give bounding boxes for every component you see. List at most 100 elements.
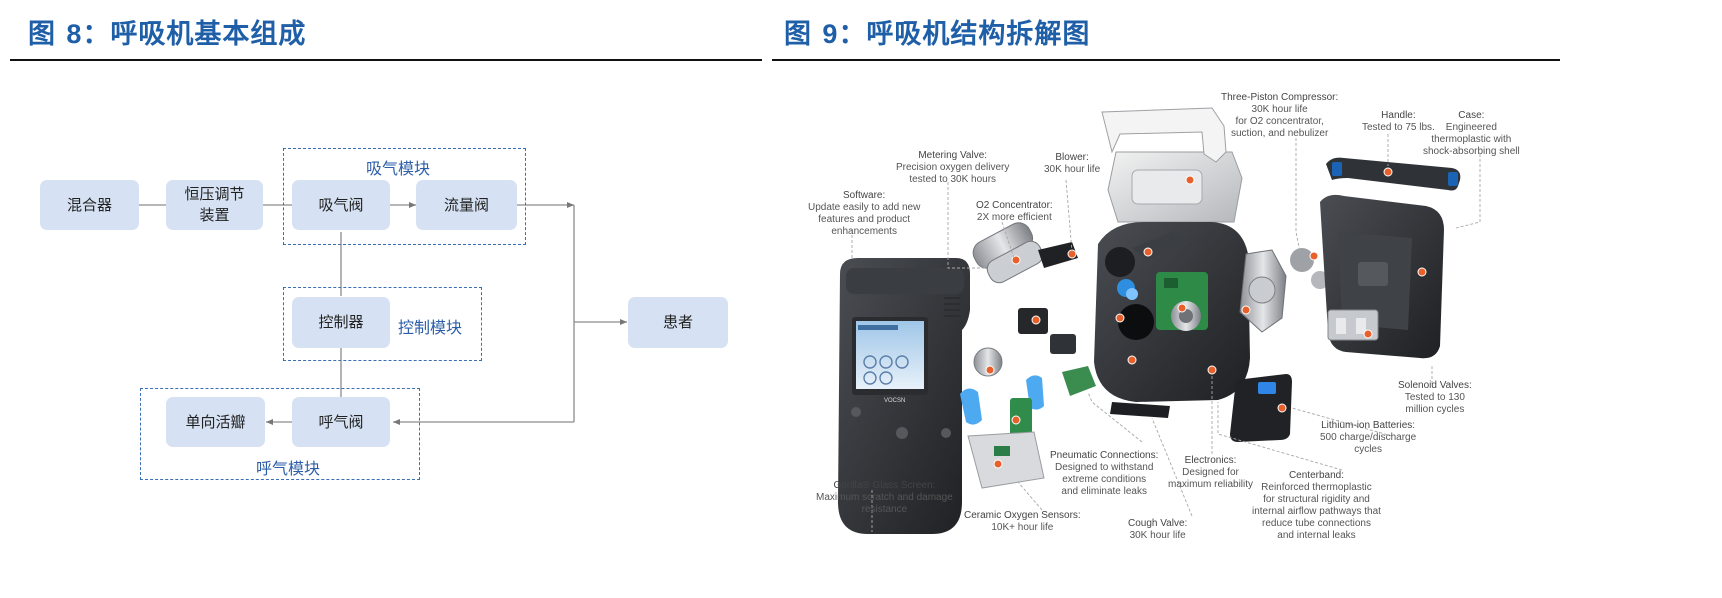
inhale-valve-box: 吸气阀 bbox=[292, 180, 390, 230]
software-title: Software: bbox=[843, 190, 886, 201]
flow-valve-label: 流量阀 bbox=[443, 195, 489, 214]
annotation-solenoid-valves: Solenoid Valves: Tested to 130 million c… bbox=[1398, 380, 1472, 416]
lithium-line-2: cycles bbox=[1354, 444, 1382, 455]
controller-box: 控制器 bbox=[292, 297, 390, 348]
control-module-label: 控制模块 bbox=[398, 318, 463, 337]
centerband-line-5: and internal leaks bbox=[1277, 530, 1356, 541]
exhale-module-label: 呼气模块 bbox=[256, 459, 321, 478]
annotation-o2-concentrator: O2 Concentrator: 2X more efficient bbox=[976, 200, 1053, 224]
handle-line-1: Tested to 75 lbs. bbox=[1362, 122, 1435, 133]
o2-line-1: 2X more efficient bbox=[976, 212, 1052, 223]
lithium-title: Lithium-ion Batteries: bbox=[1321, 420, 1416, 431]
figure-9-title-number: 9 bbox=[822, 19, 839, 49]
figure-9-divider bbox=[772, 59, 1560, 61]
software-line-2: features and product bbox=[818, 214, 911, 225]
metering-line-1: Precision oxygen delivery bbox=[896, 162, 1010, 173]
centerband-line-3: internal airflow pathways that bbox=[1252, 506, 1381, 517]
mixer-label: 混合器 bbox=[66, 195, 112, 214]
annotation-centerband: Centerband: Reinforced thermoplastic for… bbox=[1252, 470, 1381, 542]
annotation-software: Software: Update easily to add new featu… bbox=[808, 190, 920, 238]
centerband-line-2: for structural rigidity and bbox=[1263, 494, 1370, 505]
solenoid-line-1: Tested to 130 bbox=[1404, 392, 1465, 403]
lithium-battery bbox=[1230, 374, 1292, 442]
case-line-2: thermoplastic with bbox=[1431, 134, 1512, 145]
annotation-three-piston: Three-Piston Compressor: 30K hour life f… bbox=[1221, 92, 1338, 140]
pneumatic-line-1: Designed to withstand bbox=[1055, 462, 1154, 473]
three-piston-line-2: for O2 concentrator, bbox=[1235, 116, 1324, 127]
exhale-module-frame bbox=[140, 388, 420, 480]
blower-line-1: 30K hour life bbox=[1044, 164, 1101, 175]
patient-box: 患者 bbox=[628, 297, 728, 348]
pneumatic-line-2: extreme conditions bbox=[1062, 474, 1147, 485]
main-chassis bbox=[1094, 222, 1250, 402]
three-piston-line-1: 30K hour life bbox=[1251, 104, 1308, 115]
annotation-cough-valve: Cough Valve: 30K hour life bbox=[1128, 518, 1187, 542]
pressure-regulator-label: 恒压调节装置 bbox=[184, 185, 245, 224]
figure-8-title-prefix: 图 bbox=[28, 19, 67, 50]
small-components bbox=[960, 308, 1170, 489]
centerband-line-1: Reinforced thermoplastic bbox=[1261, 482, 1372, 493]
annotation-case: Case: Engineered thermoplastic with shoc… bbox=[1423, 110, 1520, 158]
electronics-line-1: Designed for bbox=[1182, 467, 1239, 478]
metering-title: Metering Valve: bbox=[918, 150, 988, 161]
ceramic-line-1: 10K+ hour life bbox=[991, 522, 1054, 533]
exhale-valve-label: 呼气阀 bbox=[318, 412, 364, 431]
three-piston-line-3: suction, and nebulizer bbox=[1230, 128, 1329, 139]
three-piston-title: Three-Piston Compressor: bbox=[1221, 92, 1339, 103]
pneumatic-line-3: and eliminate leaks bbox=[1061, 486, 1147, 497]
blower-title: Blower: bbox=[1055, 152, 1089, 163]
handle-part bbox=[1326, 157, 1461, 191]
pneumatic-title: Pneumatic Connections: bbox=[1050, 450, 1159, 461]
annotation-metering-valve: Metering Valve: Precision oxygen deliver… bbox=[896, 150, 1009, 186]
check-valve-box: 单向活瓣 bbox=[166, 397, 265, 447]
case-line-3: shock-absorbing shell bbox=[1423, 146, 1520, 157]
flow-valve-box: 流量阀 bbox=[416, 180, 517, 230]
case-line-1: Engineered bbox=[1445, 122, 1497, 133]
controller-label: 控制器 bbox=[318, 313, 364, 331]
check-valve-label: 单向活瓣 bbox=[185, 412, 246, 431]
annotation-gorilla-glass: Gorilla® Glass Screen: Maximum scratch a… bbox=[816, 480, 953, 516]
exploded-device-illustration: VOCSN bbox=[838, 107, 1481, 534]
case-title: Case: bbox=[1458, 110, 1485, 121]
inhale-module-label: 吸气模块 bbox=[366, 159, 431, 178]
annotation-lithium-batteries: Lithium-ion Batteries: 500 charge/discha… bbox=[1320, 420, 1416, 456]
control-module-frame bbox=[283, 287, 482, 361]
ceramic-title: Ceramic Oxygen Sensors: bbox=[964, 510, 1081, 521]
connector-lines bbox=[139, 202, 627, 425]
gorilla-title: Gorilla® Glass Screen: bbox=[833, 480, 936, 491]
gorilla-line-1: Maximum scratch and damage bbox=[816, 492, 953, 503]
annotation-handle: Handle: Tested to 75 lbs. bbox=[1362, 110, 1435, 134]
blower-part bbox=[1101, 107, 1243, 223]
cough-valve-part bbox=[1110, 402, 1170, 418]
software-line-3: enhancements bbox=[831, 226, 897, 237]
cough-title: Cough Valve: bbox=[1128, 518, 1188, 529]
solenoid-line-2: million cycles bbox=[1405, 404, 1465, 415]
lithium-line-1: 500 charge/discharge bbox=[1320, 432, 1417, 443]
figure-8-title-text: ：呼吸机基本组成 bbox=[82, 19, 307, 50]
figure-8-title-number: 8 bbox=[66, 19, 83, 49]
handle-title: Handle: bbox=[1381, 110, 1416, 121]
front-unit-with-screen: VOCSN bbox=[838, 258, 970, 534]
exhale-valve-box: 呼气阀 bbox=[292, 397, 390, 447]
figure-9-title-text: ：呼吸机结构拆解图 bbox=[838, 19, 1091, 50]
figure-9-title: 图 9：呼吸机结构拆解图 bbox=[784, 12, 1090, 51]
centerband-title: Centerband: bbox=[1288, 470, 1344, 481]
electronics-line-2: maximum reliability bbox=[1168, 479, 1254, 490]
annotation-blower: Blower: 30K hour life bbox=[1044, 152, 1100, 176]
patient-label: 患者 bbox=[662, 313, 693, 331]
device-brand-text: VOCSN bbox=[884, 398, 905, 404]
o2-title: O2 Concentrator: bbox=[976, 200, 1053, 211]
annotation-pneumatic-connections: Pneumatic Connections: Designed to withs… bbox=[1050, 450, 1158, 498]
software-line-1: Update easily to add new bbox=[808, 202, 921, 213]
solenoid-title: Solenoid Valves: bbox=[1398, 380, 1472, 391]
touch-screen bbox=[856, 321, 924, 389]
mixer-box: 混合器 bbox=[40, 180, 139, 230]
metering-line-2: tested to 30K hours bbox=[909, 174, 997, 185]
inhale-module-frame bbox=[283, 148, 526, 245]
figure-9-title-prefix: 图 bbox=[784, 19, 823, 50]
pressure-regulator-box: 恒压调节装置 bbox=[166, 180, 263, 230]
centerband-line-4: reduce tube connections bbox=[1262, 518, 1371, 529]
gorilla-line-2: resistance bbox=[861, 504, 908, 515]
inhale-valve-label: 吸气阀 bbox=[318, 195, 364, 214]
figure-8-divider bbox=[10, 59, 762, 61]
